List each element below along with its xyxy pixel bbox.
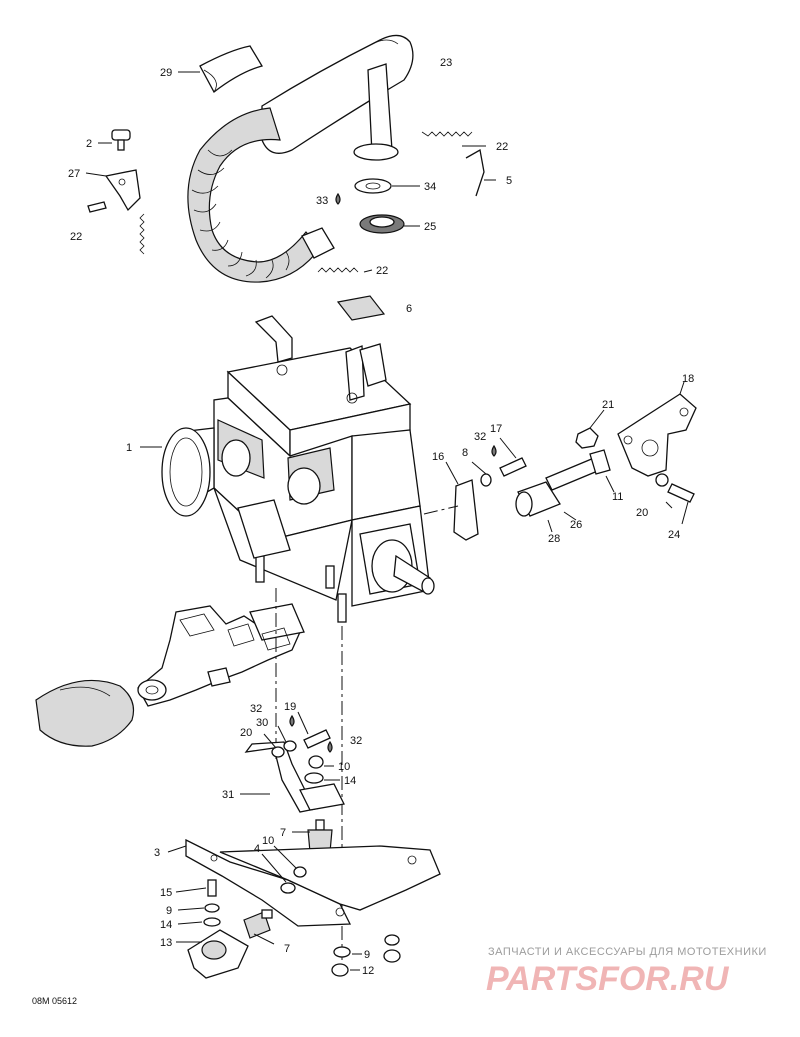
engine-block [161, 315, 435, 623]
bolt [87, 201, 107, 213]
callout-33: 33 [316, 195, 328, 207]
callout-28: 28 [548, 533, 560, 545]
callout-22: 22 [376, 265, 388, 277]
callout-1: 1 [126, 442, 132, 454]
callout-31: 31 [222, 789, 234, 801]
spring-left [139, 213, 145, 255]
callout-13: 13 [160, 937, 172, 949]
callout-32: 32 [474, 431, 486, 443]
callout-26: 26 [570, 519, 582, 531]
callout-21: 21 [602, 399, 614, 411]
mount-bracket [104, 169, 141, 212]
callout-9: 9 [364, 949, 370, 961]
callout-11: 11 [612, 491, 623, 503]
callout-4: 4 [254, 843, 260, 855]
callout-34: 34 [424, 181, 436, 193]
right-mount-parts [423, 393, 697, 541]
callout-14: 14 [160, 919, 172, 931]
callout-7: 7 [284, 943, 290, 955]
spring-clip [465, 148, 485, 197]
callout-32: 32 [250, 703, 262, 715]
callout-30: 30 [256, 717, 268, 729]
watermark-tagline: ЗАПЧАСТИ И АКСЕССУАРЫ ДЛЯ МОТОТЕХНИКИ [488, 946, 767, 958]
callout-22: 22 [70, 231, 82, 243]
callout-15: 15 [160, 887, 172, 899]
lower-engine-mount [185, 588, 441, 979]
callout-9: 9 [166, 905, 172, 917]
callout-22: 22 [496, 141, 508, 153]
spring-upper [421, 131, 473, 137]
callout-29: 29 [160, 67, 172, 79]
knob [111, 129, 131, 141]
callout-16: 16 [432, 451, 444, 463]
callout-23: 23 [440, 57, 452, 69]
washer [354, 178, 392, 194]
exhaust-manifold [35, 603, 305, 747]
callout-32: 32 [350, 735, 362, 747]
exhaust-pipe-assembly [87, 34, 485, 283]
callout-27: 27 [68, 168, 80, 180]
callout-14: 14 [344, 775, 356, 787]
callout-20: 20 [240, 727, 252, 739]
heat-shield-sleeve [199, 45, 263, 93]
callout-7: 7 [280, 827, 286, 839]
callout-12: 12 [362, 965, 374, 977]
callout-leaders [85, 71, 689, 971]
callout-numbers: 29 23 2 27 22 22 5 33 34 25 22 22 6 1 18… [68, 57, 694, 977]
gasket-plate [336, 295, 386, 321]
callout-8: 8 [462, 447, 468, 459]
watermark-brand: PARTSFOR.RU [486, 960, 730, 998]
callout-18: 18 [682, 373, 694, 385]
callout-10: 10 [262, 835, 274, 847]
callout-2: 2 [86, 138, 92, 150]
callout-6: 6 [406, 303, 412, 315]
callout-19: 19 [284, 701, 296, 713]
callout-24: 24 [668, 529, 680, 541]
callout-25: 25 [424, 221, 436, 233]
callout-17: 17 [490, 423, 502, 435]
spring-lower [317, 267, 359, 273]
sealant-drop [335, 192, 341, 205]
callout-10: 10 [338, 761, 350, 773]
callout-3: 3 [154, 847, 160, 859]
callout-5: 5 [506, 175, 512, 187]
callout-20: 20 [636, 507, 648, 519]
muffler-body [261, 34, 414, 154]
diagram-code: 08M 05612 [32, 996, 77, 1006]
